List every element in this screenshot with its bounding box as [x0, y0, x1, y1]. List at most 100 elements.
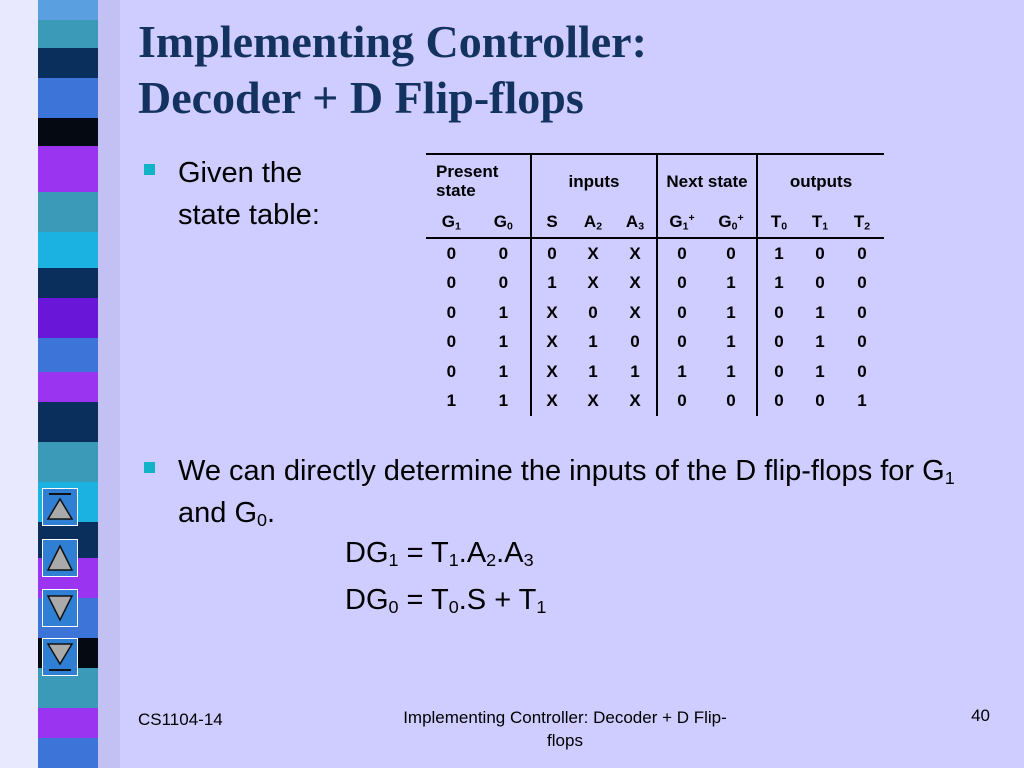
eq1-lhs-sub: 1 [388, 549, 399, 570]
group-header-inputs: inputs [531, 153, 658, 207]
table-cell: 1 [476, 386, 533, 416]
eq1-a2: A [466, 537, 487, 569]
table-cell: 1 [706, 268, 758, 298]
column-header: G0 [476, 207, 533, 239]
table-cell: 0 [476, 238, 533, 269]
footer-page-number: 40 [971, 706, 990, 725]
column-header: T2 [840, 207, 884, 239]
table-cell: 1 [614, 357, 658, 387]
eq2-lhs: DG [345, 584, 389, 616]
table-cell: 0 [677, 273, 687, 293]
bullet-given-state-table: Given the state table: [144, 152, 368, 236]
eq1-lhs: DG [345, 537, 389, 569]
eq1-a3: A [504, 537, 524, 569]
slide-title-line-2: Decoder + D Flip-flops [138, 72, 584, 123]
bullet-sub-0: 0 [257, 509, 267, 530]
eq2-lhs-sub: 0 [388, 596, 399, 617]
table-cell: 1 [706, 298, 758, 328]
table-cell: 0 [547, 243, 557, 263]
bullet-square-icon [144, 462, 155, 473]
column-header: G1+ [657, 207, 706, 239]
table-cell: 1 [857, 391, 867, 411]
slide-title: Implementing Controller: Decoder + D Fli… [138, 14, 998, 126]
eq1-t: T [431, 537, 449, 569]
table-cell: 0 [857, 273, 867, 293]
first-slide-icon [46, 493, 74, 520]
table-cell: 0 [677, 332, 687, 352]
eq2-mid: .S + T [458, 584, 537, 616]
last-slide-button[interactable] [42, 638, 78, 676]
last-slide-icon [46, 643, 74, 671]
bullet-text-part-1: We can directly determine the inputs of … [178, 455, 945, 487]
table-cell: X [614, 238, 658, 269]
table-cell: 0 [857, 332, 867, 352]
table-cell: 0 [774, 391, 784, 411]
decorative-side-strip [0, 0, 120, 768]
eq1-a3-sub: 3 [523, 549, 534, 570]
next-slide-button[interactable] [42, 589, 78, 627]
column-header: A2 [572, 207, 614, 239]
table-cell: 1 [588, 332, 598, 352]
bullet-text: Given the state table: [178, 157, 320, 231]
table-cell: 1 [677, 361, 687, 381]
eq2-t-sub: 0 [448, 596, 459, 617]
footer-title: Implementing Controller: Decoder + D Fli… [403, 708, 727, 750]
table-cell: X [546, 302, 558, 322]
table-cell: X [614, 298, 658, 328]
table-cell: 0 [774, 361, 784, 381]
table-cell: 1 [774, 243, 784, 263]
table-cell: 0 [614, 327, 658, 357]
table-cell: X [587, 391, 599, 411]
table-cell: X [587, 273, 599, 293]
table-cell: X [546, 332, 558, 352]
table-cell: 0 [857, 302, 867, 322]
state-table: Present state inputs Next state outputs … [426, 153, 884, 416]
table-cell: 0 [446, 361, 457, 381]
column-header: G1 [426, 207, 477, 239]
table-cell: 1 [476, 298, 533, 328]
column-header: G0+ [706, 207, 758, 239]
eq2-t: = T [398, 584, 449, 616]
table-cell: 0 [857, 243, 867, 263]
table-cell: X [614, 268, 658, 298]
table-cell: 0 [476, 268, 533, 298]
column-header: T1 [800, 207, 840, 239]
footer-course-code: CS1104-14 [138, 710, 223, 729]
table-cell: 0 [446, 332, 457, 352]
table-cell: 0 [815, 273, 825, 293]
table-cell: 0 [677, 243, 687, 263]
table-cell: 1 [706, 327, 758, 357]
eq1-t-sub: 1 [448, 549, 459, 570]
table-cell: 1 [815, 332, 825, 352]
bullet-text-part-3: . [267, 497, 276, 529]
eq1-a2-sub: 2 [486, 549, 497, 570]
next-slide-icon [46, 595, 74, 622]
table-cell: 0 [706, 238, 758, 269]
table-cell: 0 [677, 391, 687, 411]
table-cell: X [546, 361, 558, 381]
table-cell: 0 [588, 302, 598, 322]
table-cell: 1 [815, 361, 825, 381]
table-cell: 1 [774, 273, 784, 293]
table-cell: 0 [815, 243, 825, 263]
first-slide-button[interactable] [42, 488, 78, 526]
table-cell: 0 [706, 386, 758, 416]
table-cell: 1 [476, 327, 533, 357]
slide-title-line-1: Implementing Controller: [138, 16, 647, 67]
column-header: S [531, 207, 572, 239]
table-cell: 1 [815, 302, 825, 322]
previous-slide-button[interactable] [42, 539, 78, 577]
eq1-dot-1: . [458, 537, 467, 569]
table-cell: 0 [774, 332, 784, 352]
previous-slide-icon [46, 544, 74, 571]
equation-dg1: DG1 = T1.A2.A3 [345, 537, 534, 570]
table-cell: 0 [774, 302, 784, 322]
table-cell: 0 [677, 302, 687, 322]
table-cell: 0 [446, 273, 457, 293]
table-cell: 0 [857, 361, 867, 381]
column-header: A3 [614, 207, 658, 239]
